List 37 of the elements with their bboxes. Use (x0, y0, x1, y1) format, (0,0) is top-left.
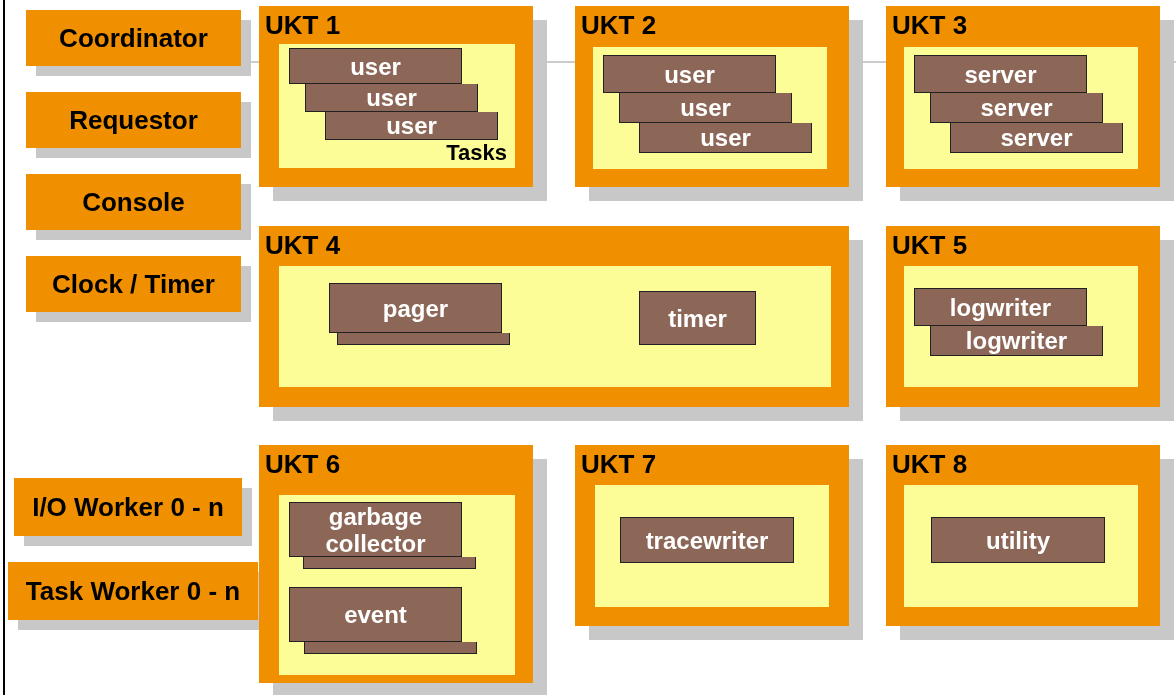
panel-title: UKT 7 (581, 449, 657, 480)
panel-title: UKT 4 (265, 230, 341, 261)
task-area (279, 495, 515, 675)
task-area (279, 266, 831, 387)
panel-title: UKT 5 (892, 230, 968, 261)
task-area (904, 266, 1138, 387)
task-area (593, 47, 827, 169)
task-box: tracewriter (620, 517, 794, 563)
stacked-task-box: user (305, 84, 478, 112)
task-box: user (603, 55, 776, 93)
stacked-task-box: user (619, 93, 792, 123)
stacked-task-box: user (639, 123, 812, 153)
task-box: event (289, 587, 462, 642)
task-box: utility (931, 517, 1105, 563)
panel-title: UKT 6 (265, 449, 341, 480)
stacked-task-box (304, 642, 477, 654)
task-box: user (289, 48, 462, 84)
task-area (595, 485, 829, 607)
task-area (904, 485, 1138, 607)
area-label: Tasks (446, 140, 507, 166)
task-box: pager (329, 283, 502, 333)
stacked-task-box (337, 333, 510, 345)
panel-title: UKT 1 (265, 10, 341, 41)
task-box: garbage collector (289, 502, 462, 557)
panel-title: UKT 8 (892, 449, 968, 480)
panel-title: UKT 2 (581, 10, 657, 41)
stacked-task-box: server (930, 93, 1103, 123)
panel-title: UKT 3 (892, 10, 968, 41)
stacked-task-box: user (325, 112, 498, 140)
stacked-task-box (303, 557, 476, 569)
stacked-task-box: server (950, 123, 1123, 153)
stacked-task-box: logwriter (930, 326, 1103, 356)
task-area (279, 44, 515, 168)
task-box: server (914, 55, 1087, 93)
task-box: logwriter (914, 288, 1087, 326)
task-box: timer (639, 291, 756, 345)
task-area (904, 47, 1138, 169)
